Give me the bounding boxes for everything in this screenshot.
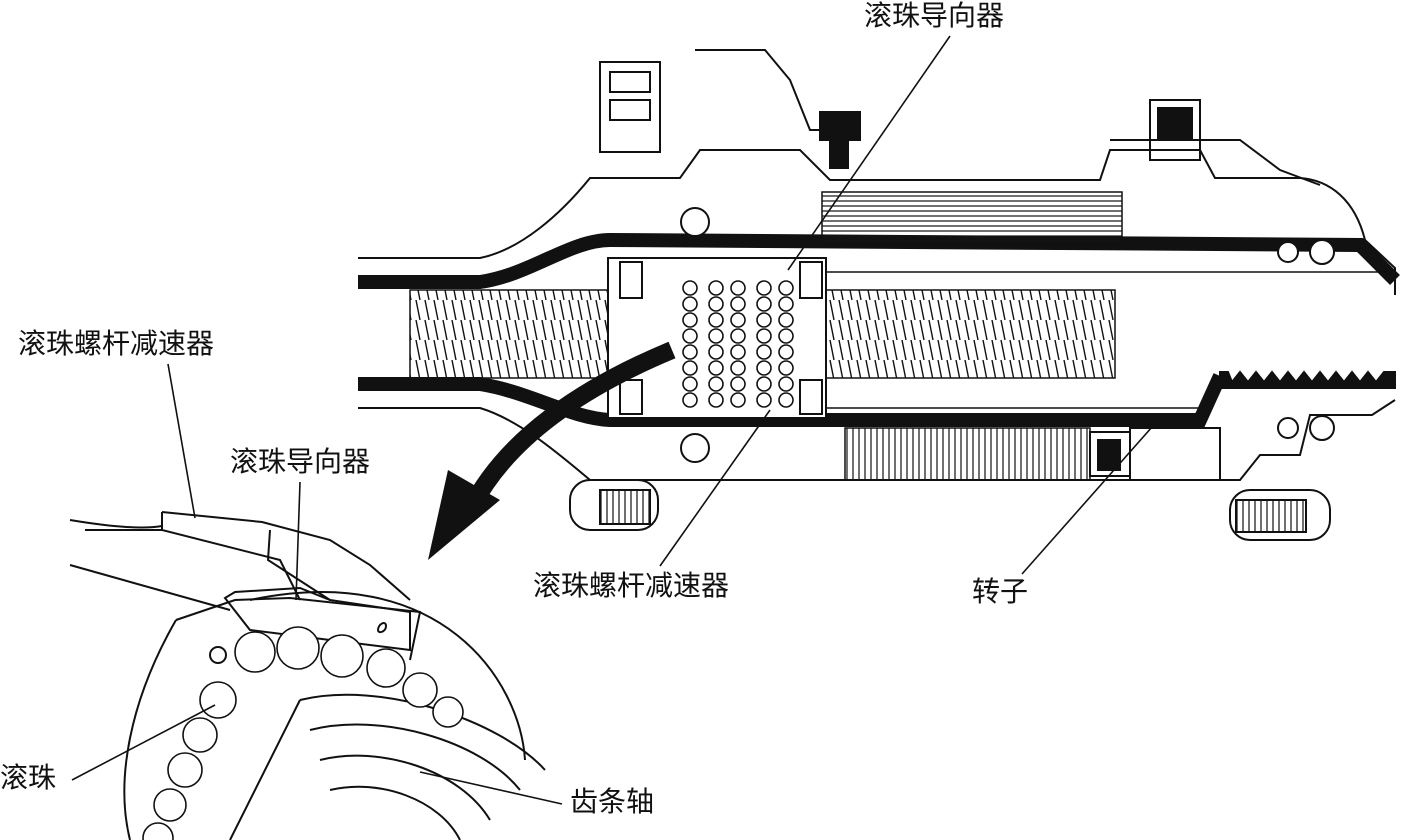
label-ball-guide-detail: 滚珠导向器 [230,445,371,478]
ball [730,312,746,328]
ball [756,344,772,360]
ball [682,312,698,328]
ball [432,696,464,728]
ball [730,344,746,360]
leader-lines [71,35,1161,805]
ball [682,328,698,344]
ball [756,376,772,392]
ball [199,681,237,719]
detail-balls [142,626,464,840]
ball [730,392,746,408]
ball [778,376,794,392]
ball [730,376,746,392]
ball [756,280,772,296]
ball [778,360,794,376]
ball [708,344,724,360]
ball [682,392,698,408]
ball [142,822,174,840]
ball [778,312,794,328]
ball [234,631,276,673]
ball [778,344,794,360]
ball [730,296,746,312]
label-ball-screw-reducer-left: 滚珠螺杆减速器 [18,327,215,360]
ball [682,360,698,376]
ball [276,626,320,670]
ball [682,344,698,360]
ball [708,296,724,312]
ball [153,788,187,822]
ball [778,296,794,312]
bearings [680,207,1335,463]
rack-teeth [1219,370,1396,389]
label-rotor: 转子 [972,575,1029,608]
ball [402,672,438,708]
ball [366,648,406,688]
ball [778,392,794,408]
ball [320,634,364,678]
ball [756,312,772,328]
ball [730,360,746,376]
label-ball-guide-top: 滚珠导向器 [864,0,1005,32]
connectors [599,49,1321,186]
motor-stator [821,191,1123,481]
ball [756,360,772,376]
label-ball-screw-reducer-bottom: 滚珠螺杆减速器 [533,569,730,602]
ball [708,280,724,296]
ball [708,392,724,408]
ball [182,717,218,753]
rotor-part [1089,427,1221,481]
ball [167,752,203,788]
ball [730,280,746,296]
magnify-arrow [428,341,676,560]
ball [708,376,724,392]
ball [756,296,772,312]
ball [756,392,772,408]
ball [708,312,724,328]
label-ball: 滚珠 [0,761,57,794]
ball [682,296,698,312]
ball-circuit [682,280,794,408]
label-rack-shaft: 齿条轴 [570,785,655,818]
ball [778,328,794,344]
ball [708,360,724,376]
ball [778,280,794,296]
detail-view [69,511,546,840]
ball [708,328,724,344]
mounting-bosses [569,479,1331,541]
ball [756,328,772,344]
ball [730,328,746,344]
ball [682,280,698,296]
ball [682,376,698,392]
